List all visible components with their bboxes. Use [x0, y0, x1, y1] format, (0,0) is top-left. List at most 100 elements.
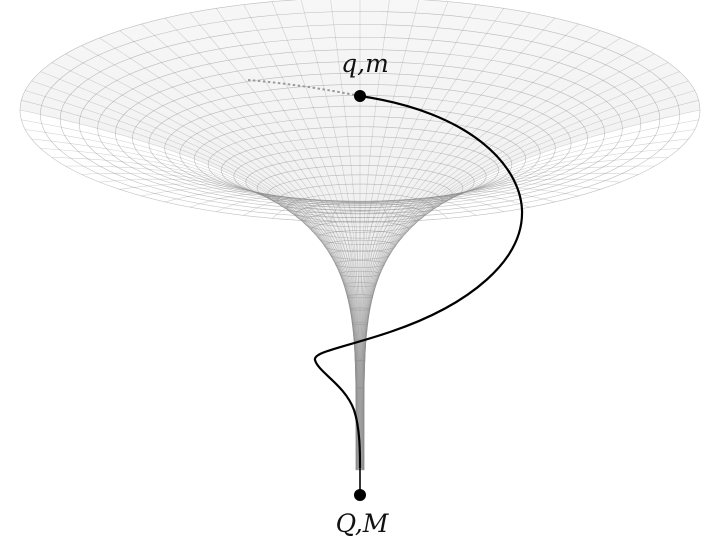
grid-meridian — [361, 8, 504, 470]
grid-meridian — [361, 197, 477, 471]
grid-ring — [349, 307, 371, 311]
grid-ring — [19, 0, 701, 223]
grid-ring — [346, 294, 374, 299]
grid-meridian — [360, 200, 420, 471]
grid-meridian — [360, 1, 449, 470]
grid-meridian — [300, 0, 360, 470]
grid-ring — [207, 126, 513, 203]
grid-meridian — [362, 178, 621, 471]
grid-meridian — [363, 90, 695, 470]
grid-meridian — [243, 197, 359, 471]
grid-meridian — [362, 191, 556, 471]
grid-meridian — [99, 37, 358, 470]
grid-meridian — [330, 0, 360, 470]
grid-meridian — [363, 53, 655, 470]
grid-meridian — [81, 172, 357, 471]
grid-meridian — [363, 165, 655, 471]
grid-meridian — [363, 71, 680, 470]
grid-ring — [335, 260, 385, 268]
trajectory-hidden-segment — [247, 79, 361, 97]
grid-meridians — [19, 0, 701, 471]
grid-meridian — [271, 1, 360, 470]
grid-meridian — [189, 12, 359, 470]
grid-meridian — [362, 23, 579, 470]
grid-ring — [59, 24, 661, 214]
grid-meridian — [361, 4, 477, 470]
grid-ring — [245, 155, 475, 209]
grid-meridian — [363, 62, 669, 470]
grid-meridian — [31, 138, 357, 471]
grid-ring — [256, 165, 464, 211]
grid-meridian — [363, 99, 699, 470]
grid-meridian — [40, 148, 357, 471]
grid-ring — [354, 359, 366, 362]
label-q-m: q,m — [341, 49, 389, 78]
grid-meridian — [361, 196, 504, 471]
grid-ring — [311, 220, 409, 239]
grid-rings — [19, 0, 701, 389]
grid-meridian — [19, 109, 357, 471]
grid-meridian — [271, 199, 360, 471]
grid-meridian — [141, 23, 358, 470]
grid-meridian — [362, 17, 556, 470]
trajectory-curve — [313, 94, 524, 469]
grid-meridian — [21, 99, 357, 470]
grid-ring — [355, 387, 365, 389]
grid-meridian — [164, 17, 358, 470]
grid-meridian — [360, 0, 390, 470]
grid-meridian — [363, 148, 680, 471]
grid-meridian — [81, 45, 357, 470]
grid-ring — [115, 61, 605, 206]
grid-meridian — [99, 178, 358, 471]
grid-meridian — [360, 0, 420, 470]
grid-meridian — [164, 191, 358, 471]
grid-ring — [339, 270, 381, 278]
grid-meridian — [300, 200, 360, 471]
grid-meridian — [362, 30, 601, 470]
grid-ring — [132, 72, 588, 204]
grid-meridian — [361, 12, 531, 470]
grid-meridian — [65, 165, 357, 471]
grid-meridian — [189, 193, 359, 471]
grid-meridian — [363, 129, 695, 471]
grid-ring — [148, 84, 572, 203]
grid-meridian — [363, 45, 639, 470]
label-Q-M: Q,M — [336, 509, 390, 538]
grid-meridian — [65, 53, 357, 470]
grid-ring — [233, 146, 487, 206]
grid-meridian — [40, 71, 357, 470]
grid-meridian — [51, 62, 357, 470]
grid-meridian — [363, 80, 689, 470]
grid-meridian — [362, 183, 601, 471]
grid-ring — [78, 36, 642, 211]
grid-meridian — [119, 183, 358, 471]
grid-meridian — [363, 138, 689, 471]
point-q-m — [354, 90, 366, 102]
grid-meridian — [119, 30, 358, 470]
grid-meridian — [141, 187, 358, 471]
grid-meridian — [360, 199, 449, 471]
grid-ring — [97, 49, 623, 208]
grid-meridian — [216, 196, 359, 471]
grid-ring — [40, 11, 680, 218]
grid-ring — [303, 211, 417, 233]
grid-meridian — [362, 37, 621, 470]
point-Q-M — [354, 489, 366, 501]
grid-meridian — [25, 129, 357, 471]
grid-meridian — [363, 172, 639, 471]
grid-meridian — [362, 187, 579, 471]
grid-meridian — [31, 80, 357, 470]
grid-ring — [221, 136, 499, 204]
grid-ring — [324, 239, 396, 252]
grid-meridian — [361, 193, 531, 471]
grid-meridian — [25, 90, 357, 470]
grid-meridian — [363, 157, 669, 471]
grid-meridian — [360, 200, 390, 471]
grid-meridian — [363, 119, 699, 470]
grid-ring — [317, 230, 403, 245]
grid-ring — [329, 249, 391, 260]
funnel-surface — [20, 0, 700, 470]
grid-ring — [343, 282, 377, 288]
grid-meridian — [243, 4, 359, 470]
grid-meridian — [363, 109, 701, 471]
